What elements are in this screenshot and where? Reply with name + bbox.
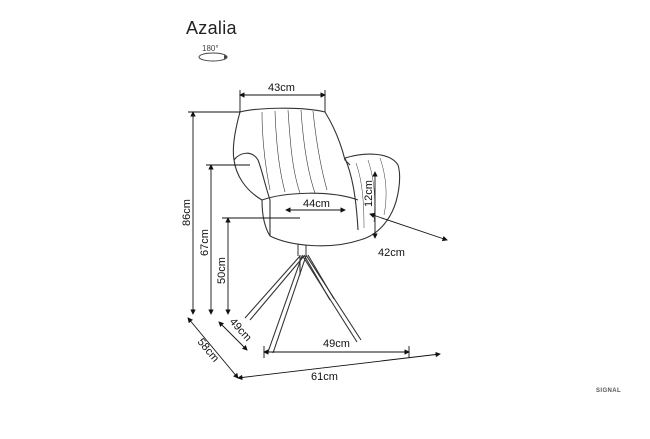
product-title: Azalia [186, 18, 237, 38]
dim-base-width: 49cm [323, 338, 350, 350]
dim-seat-height: 50cm [216, 257, 228, 284]
dim-seat-width: 44cm [303, 198, 330, 210]
dim-armrest-height: 12cm [363, 180, 375, 207]
dim-total-depth: 58cm [195, 336, 221, 364]
dim-top-width: 43cm [268, 82, 295, 94]
chair-outline [232, 107, 401, 354]
rotation-360-icon [198, 52, 228, 62]
dim-total-width: 61cm [311, 371, 338, 383]
dim-total-height: 86cm [181, 199, 193, 226]
dimension-lines [187, 90, 448, 381]
brand-logo: SIGNAL [596, 388, 622, 394]
dim-seat-depth: 49cm [227, 316, 254, 344]
dim-arm-depth: 42cm [378, 247, 405, 259]
rotation-label: 180° [202, 44, 219, 53]
dim-arm-height: 67cm [199, 229, 211, 256]
